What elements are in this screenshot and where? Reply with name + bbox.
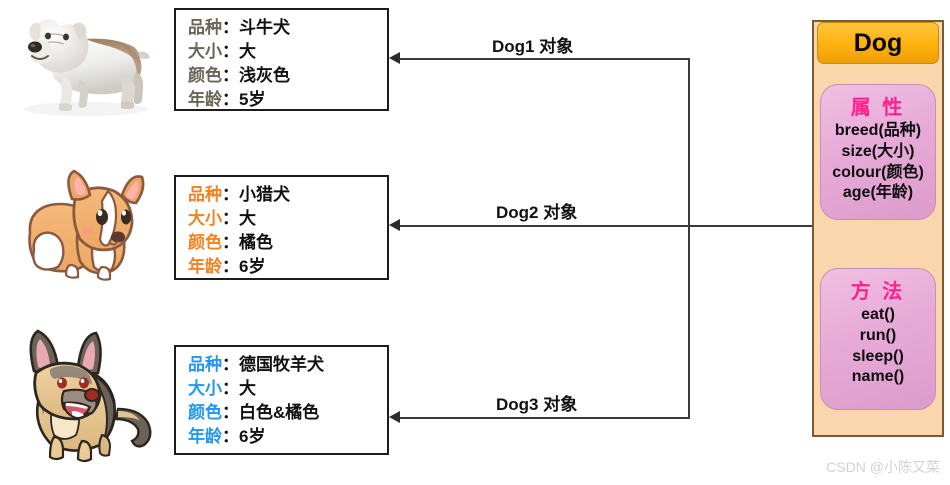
- attr-value: 大: [239, 209, 256, 229]
- attr-row-age: 年龄：6岁: [188, 257, 266, 277]
- edge-label-dog2: Dog2 对象: [496, 203, 578, 222]
- attributes-heading: 属 性: [850, 97, 906, 119]
- method-item-sleep: sleep(): [852, 347, 904, 365]
- attr-value: 6岁: [239, 427, 266, 447]
- bulldog-illustration: [24, 19, 150, 116]
- attribute-item-size: size(大小): [841, 142, 915, 160]
- object-box-dog2: 品种：小猎犬 大小：大 颜色：橘色 年龄：6岁: [174, 175, 389, 280]
- attr-row-colour: 颜色：白色&橘色: [188, 403, 320, 423]
- attr-value: 白色&橘色: [239, 403, 320, 423]
- attr-value: 大: [239, 42, 256, 62]
- csdn-watermark: CSDN @小陈又菜: [826, 459, 940, 475]
- attr-key: 大小: [188, 42, 222, 62]
- arrowhead-dog3: [389, 411, 400, 423]
- corgi-illustration: [28, 169, 145, 281]
- connector-trunk-vertical: [688, 58, 690, 419]
- attr-value: 6岁: [239, 257, 266, 277]
- class-title: Dog: [817, 22, 939, 64]
- method-item-eat: eat(): [861, 306, 895, 323]
- attr-key: 年龄: [188, 257, 222, 277]
- methods-section: 方 法 eat() run() sleep() name(): [820, 268, 936, 410]
- attr-row-size: 大小：大: [188, 209, 256, 229]
- attr-value: 小猎犬: [239, 185, 290, 204]
- attr-row-age: 年龄：5岁: [188, 90, 266, 110]
- attr-key: 品种: [188, 355, 222, 374]
- attr-value: 斗牛犬: [239, 18, 290, 37]
- attr-value: 5岁: [239, 90, 266, 110]
- edge-label-dog3: Dog3 对象: [496, 395, 578, 414]
- method-item-run: run(): [859, 326, 897, 344]
- method-item-name: name(): [851, 368, 905, 386]
- arrowhead-dog2: [389, 219, 400, 231]
- connector-dog2-horizontal: [396, 225, 812, 227]
- attr-row-colour: 颜色：橘色: [188, 233, 273, 253]
- connector-dog3-horizontal: [396, 417, 688, 419]
- attr-row-breed: 品种：德国牧羊犬: [188, 355, 324, 374]
- attr-row-colour: 颜色：浅灰色: [188, 66, 290, 86]
- attr-value: 大: [239, 379, 256, 399]
- attr-row-age: 年龄：6岁: [188, 427, 266, 447]
- attribute-item-colour: colour(颜色): [832, 163, 924, 181]
- attr-key: 颜色: [188, 403, 222, 423]
- object-box-dog3: 品种：德国牧羊犬 大小：大 颜色：白色&橘色 年龄：6岁: [174, 345, 389, 455]
- attributes-section: 属 性 breed(品种) size(大小) colour(颜色) age(年龄…: [820, 84, 936, 220]
- attr-key: 大小: [188, 379, 222, 399]
- attribute-item-age: age(年龄): [842, 184, 914, 202]
- attr-row-breed: 品种：斗牛犬: [188, 18, 290, 37]
- attr-key: 年龄: [188, 90, 222, 110]
- attr-key: 颜色: [188, 233, 222, 253]
- object-box-dog1: 品种：斗牛犬 大小：大 颜色：浅灰色 年龄：5岁: [174, 8, 389, 111]
- attr-value: 浅灰色: [239, 66, 290, 86]
- attr-row-size: 大小：大: [188, 42, 256, 62]
- attr-key: 大小: [188, 209, 222, 229]
- attribute-item-breed: breed(品种): [834, 122, 922, 139]
- attr-value: 德国牧羊犬: [239, 355, 324, 374]
- attr-row-breed: 品种：小猎犬: [188, 185, 290, 204]
- attr-row-size: 大小：大: [188, 379, 256, 399]
- attr-key: 颜色: [188, 66, 222, 86]
- german-shepherd-illustration: [29, 329, 152, 463]
- attr-key: 品种: [188, 185, 222, 204]
- edge-label-dog1: Dog1 对象: [492, 37, 574, 56]
- methods-heading: 方 法: [850, 281, 906, 303]
- attr-value: 橘色: [239, 233, 273, 253]
- attr-key: 品种: [188, 18, 222, 37]
- arrowhead-dog1: [389, 52, 400, 64]
- attr-key: 年龄: [188, 427, 222, 447]
- connector-dog1-horizontal: [396, 58, 688, 60]
